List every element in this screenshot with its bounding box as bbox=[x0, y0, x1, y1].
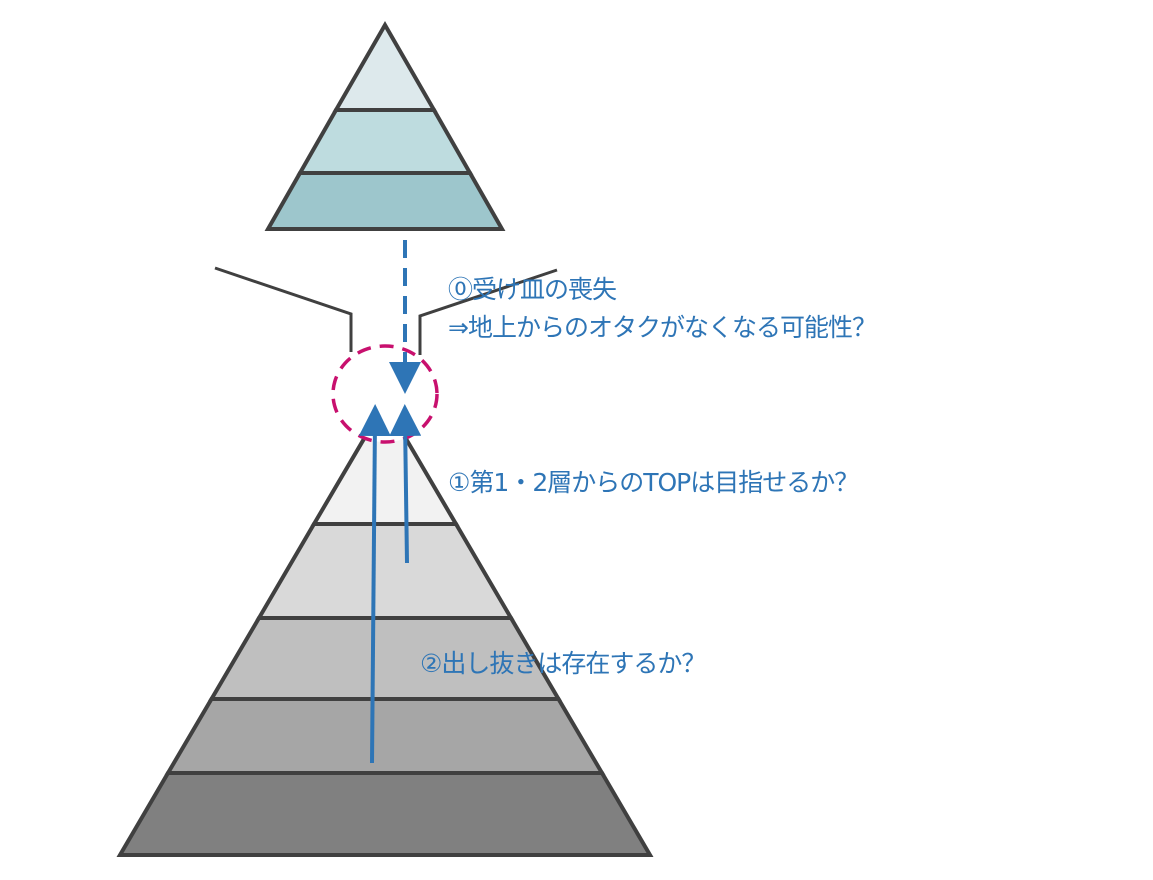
top-pyramid bbox=[264, 20, 506, 231]
gap-circle bbox=[331, 344, 439, 444]
loss-detail-label: ⇒地上からのオタクがなくなる可能性？ bbox=[448, 313, 877, 342]
top-pyramid-layer-2 bbox=[296, 108, 474, 175]
top-pyramid-layer-3 bbox=[264, 171, 506, 231]
funnel-right-line bbox=[418, 268, 558, 355]
long-up-arrow bbox=[358, 404, 391, 764]
bottom-pyramid bbox=[116, 399, 654, 857]
top-pyramid-layer-1 bbox=[332, 20, 438, 112]
question2-label: ②出し抜きは存在するか？ bbox=[420, 649, 706, 678]
bottom-pyramid-layer-5 bbox=[116, 771, 654, 857]
bottom-pyramid-layer-4 bbox=[164, 697, 606, 775]
bottom-pyramid-layer-2 bbox=[255, 522, 515, 620]
question1-label: ①第1・2層からのTOPは目指せるか？ bbox=[448, 468, 859, 497]
loss-title-label: ⓪受け皿の喪失 bbox=[448, 275, 617, 304]
short-up-arrow bbox=[389, 404, 422, 564]
funnel-left-line bbox=[214, 266, 353, 352]
